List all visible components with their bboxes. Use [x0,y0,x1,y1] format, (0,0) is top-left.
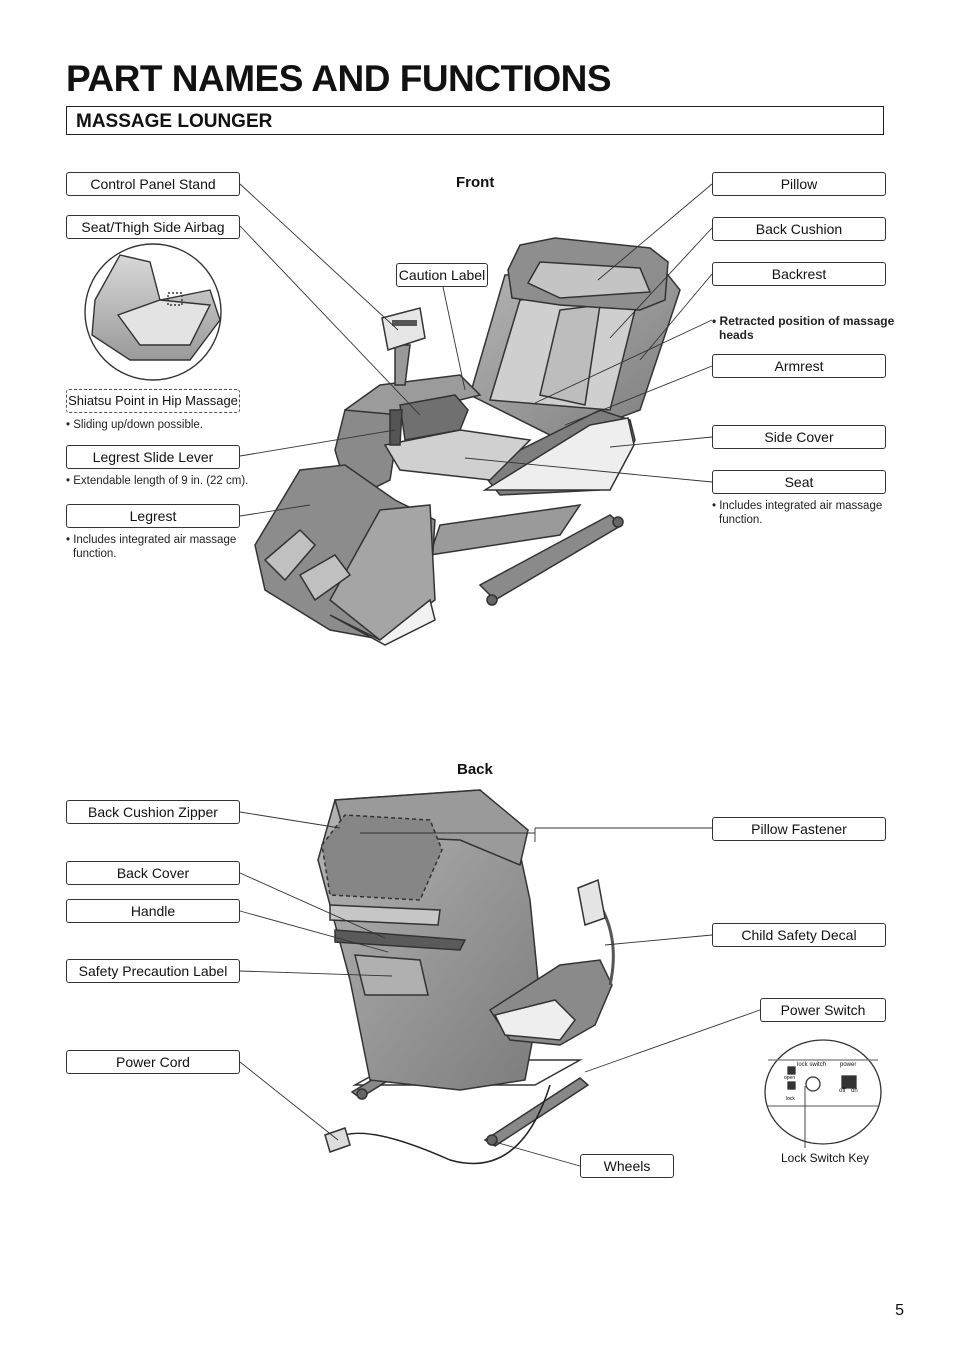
label-shiatsu-point: Shiatsu Point in Hip Massage [66,389,240,413]
label-power-switch: Power Switch [760,998,886,1022]
note-sliding: • Sliding up/down possible. [66,419,204,431]
back-chair-illustration [317,789,615,1165]
leader-lines [239,183,806,1167]
label-lock-switch-key: Lock Switch Key [781,1151,870,1165]
note-retracted-1: • Retracted position of massage [712,314,895,328]
switch-open-text: open [784,1075,796,1081]
label-power-cord: Power Cord [66,1050,240,1074]
page-number: 5 [895,1302,904,1319]
label-backrest: Backrest [712,262,886,286]
label-caution-label: Caution Label [396,263,488,287]
label-armrest: Armrest [712,354,886,378]
label-side-cover: Side Cover [712,425,886,449]
switch-on-text: on [851,1088,858,1094]
note-legrest-1: • Includes integrated air massage [66,534,237,546]
note-legrest-2: function. [73,548,117,560]
section-header: MASSAGE LOUNGER [66,106,884,135]
front-chair-illustration [254,237,681,646]
front-heading: Front [456,174,495,191]
switch-lock-text: lock [786,1096,795,1102]
note-extendable: • Extendable length of 9 in. (22 cm). [66,475,249,487]
label-control-panel-stand: Control Panel Stand [66,172,240,196]
label-back-cover: Back Cover [66,861,240,885]
label-pillow-fastener: Pillow Fastener [712,817,886,841]
note-seat-2: function. [719,514,763,526]
label-child-safety-decal: Child Safety Decal [712,923,886,947]
label-back-cushion-zipper: Back Cushion Zipper [66,800,240,824]
switch-off-text: off [839,1088,846,1094]
label-pillow: Pillow [712,172,886,196]
power-switch-detail [764,1039,882,1145]
note-seat-1: • Includes integrated air massage [712,500,883,512]
switch-lock-switch-text: lock switch [797,1062,827,1068]
note-retracted-2: heads [719,328,754,342]
label-handle: Handle [66,899,240,923]
label-seat-thigh-airbag: Seat/Thigh Side Airbag [66,215,240,239]
switch-power-text: power [840,1062,857,1068]
label-seat: Seat [712,470,886,494]
label-safety-precaution: Safety Precaution Label [66,959,240,983]
label-wheels: Wheels [580,1154,674,1178]
page-title: PART NAMES AND FUNCTIONS [66,58,612,99]
airbag-detail-inset [84,243,222,381]
label-legrest-slide-lever: Legrest Slide Lever [66,445,240,469]
section-title: MASSAGE LOUNGER [76,111,273,132]
label-back-cushion: Back Cushion [712,217,886,241]
back-heading: Back [457,761,493,778]
label-legrest: Legrest [66,504,240,528]
